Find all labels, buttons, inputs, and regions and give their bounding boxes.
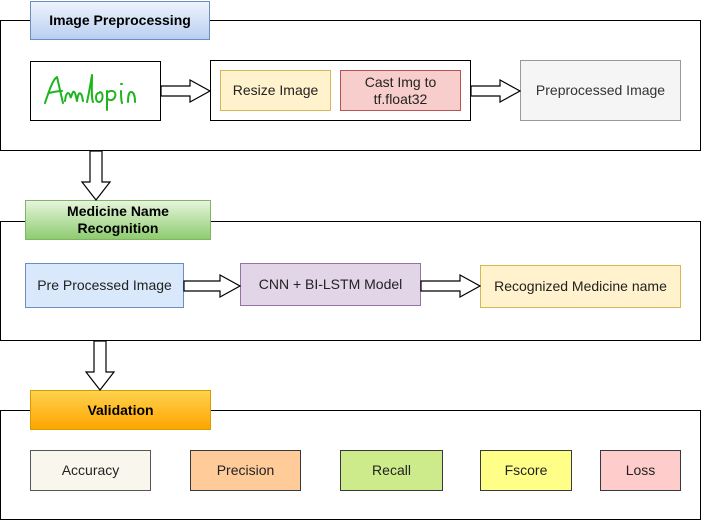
metric-precision: Precision — [190, 450, 301, 491]
arrow-down-icon — [80, 150, 112, 201]
header-medicine-name-recognition: Medicine Name Recognition — [25, 200, 211, 240]
recognized-medicine-name-label: Recognized Medicine name — [494, 278, 667, 294]
arrow-right-icon — [160, 78, 212, 104]
handwriting-drawing — [43, 74, 136, 111]
pre-processed-image-input: Pre Processed Image — [25, 263, 184, 308]
arrow-right-icon — [420, 273, 482, 299]
pre-processed-image-label: Pre Processed Image — [37, 277, 172, 293]
header-label: Image Preprocessing — [49, 12, 191, 28]
metric-label: Loss — [625, 462, 656, 478]
header-label: Validation — [87, 401, 154, 418]
resize-image-label: Resize Image — [232, 82, 319, 98]
resize-image-step: Resize Image — [220, 70, 331, 111]
metric-label: Fscore — [504, 462, 548, 478]
header-validation: Validation — [30, 390, 211, 430]
handwritten-input-image — [30, 61, 161, 121]
metric-label: Accuracy — [61, 462, 120, 478]
cast-img-step: Cast Img to tf.float32 — [340, 70, 461, 111]
metric-label: Precision — [216, 462, 275, 478]
metric-accuracy: Accuracy — [30, 450, 151, 491]
recognized-medicine-name: Recognized Medicine name — [480, 265, 681, 308]
cnn-bilstm-model-label: CNN + BI-LSTM Model — [258, 276, 403, 292]
metric-label: Recall — [372, 462, 411, 478]
metric-loss: Loss — [600, 450, 681, 491]
header-image-preprocessing: Image Preprocessing — [30, 1, 210, 40]
preprocessed-image-label: Preprocessed Image — [535, 82, 666, 98]
metric-fscore: Fscore — [480, 450, 572, 491]
arrow-down-icon — [84, 340, 116, 391]
cast-img-label: Cast Img to tf.float32 — [364, 73, 437, 107]
metric-recall: Recall — [340, 450, 443, 491]
arrow-right-icon — [470, 78, 522, 104]
cnn-bilstm-model: CNN + BI-LSTM Model — [240, 263, 421, 306]
header-label: Medicine Name Recognition — [67, 203, 169, 236]
preprocessed-image-output: Preprocessed Image — [520, 60, 681, 121]
arrow-right-icon — [183, 273, 242, 299]
